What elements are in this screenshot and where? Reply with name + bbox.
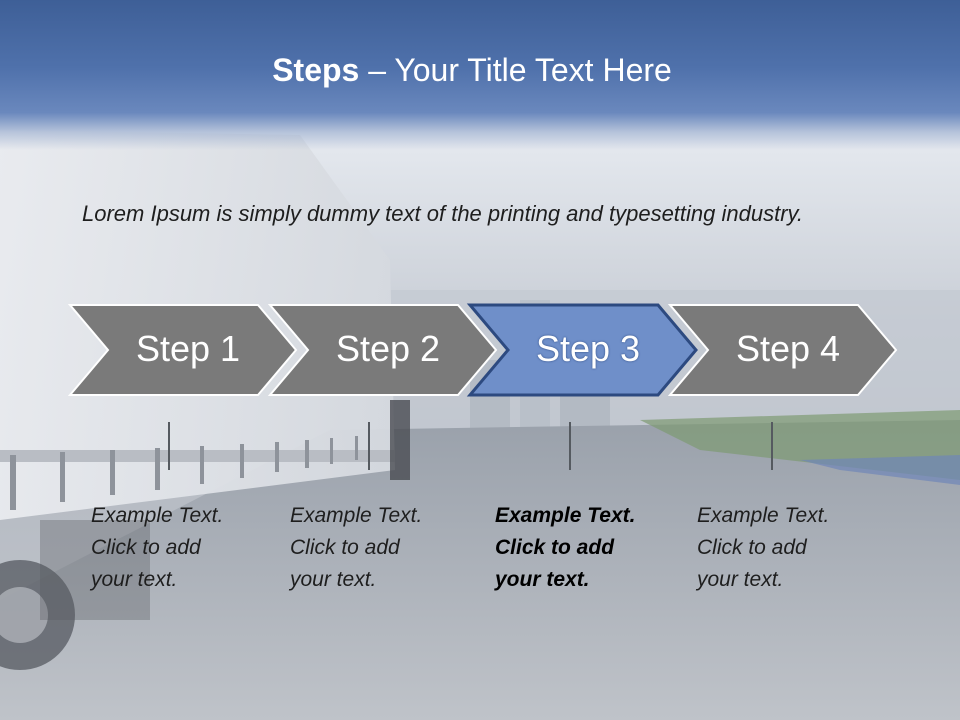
connector-line-3 bbox=[569, 422, 571, 470]
desc-line: your text. bbox=[495, 568, 590, 591]
connector-line-2 bbox=[368, 422, 370, 470]
step-description-2[interactable]: Example Text. Click to add your text. bbox=[290, 500, 480, 596]
step-label-3: Step 3 bbox=[535, 328, 641, 369]
desc-line: Click to add bbox=[91, 536, 201, 559]
desc-line: Example Text. bbox=[290, 504, 423, 527]
slide-title[interactable]: Steps – Your Title Text Here bbox=[0, 52, 944, 89]
step-description-1[interactable]: Example Text. Click to add your text. bbox=[91, 500, 281, 596]
desc-line: Click to add bbox=[290, 536, 400, 559]
desc-line: Example Text. bbox=[697, 504, 830, 527]
step-chevron-2[interactable] bbox=[267, 304, 498, 396]
subtitle-text[interactable]: Lorem Ipsum is simply dummy text of the … bbox=[82, 201, 804, 226]
connector-line-1 bbox=[168, 422, 170, 470]
step-label-1: Step 1 bbox=[135, 328, 241, 369]
step-chevron-4[interactable] bbox=[667, 304, 898, 396]
step-description-3[interactable]: Example Text. Click to add your text. bbox=[495, 500, 685, 596]
step-label-2: Step 2 bbox=[335, 328, 441, 369]
title-band bbox=[0, 0, 960, 150]
step-description-4[interactable]: Example Text. Click to add your text. bbox=[697, 500, 887, 596]
title-bold: Steps bbox=[272, 52, 360, 88]
desc-line: your text. bbox=[697, 568, 784, 591]
title-rest: – Your Title Text Here bbox=[368, 52, 672, 88]
step-chevron-1[interactable] bbox=[67, 304, 298, 396]
desc-line: Click to add bbox=[697, 536, 807, 559]
desc-line: your text. bbox=[91, 568, 178, 591]
step-chevron-3[interactable] bbox=[466, 303, 698, 397]
desc-line: Example Text. bbox=[495, 504, 636, 527]
step-label-4: Step 4 bbox=[735, 328, 841, 369]
desc-line: your text. bbox=[290, 568, 377, 591]
desc-line: Click to add bbox=[495, 536, 615, 559]
connector-line-4 bbox=[771, 422, 773, 470]
desc-line: Example Text. bbox=[91, 504, 224, 527]
